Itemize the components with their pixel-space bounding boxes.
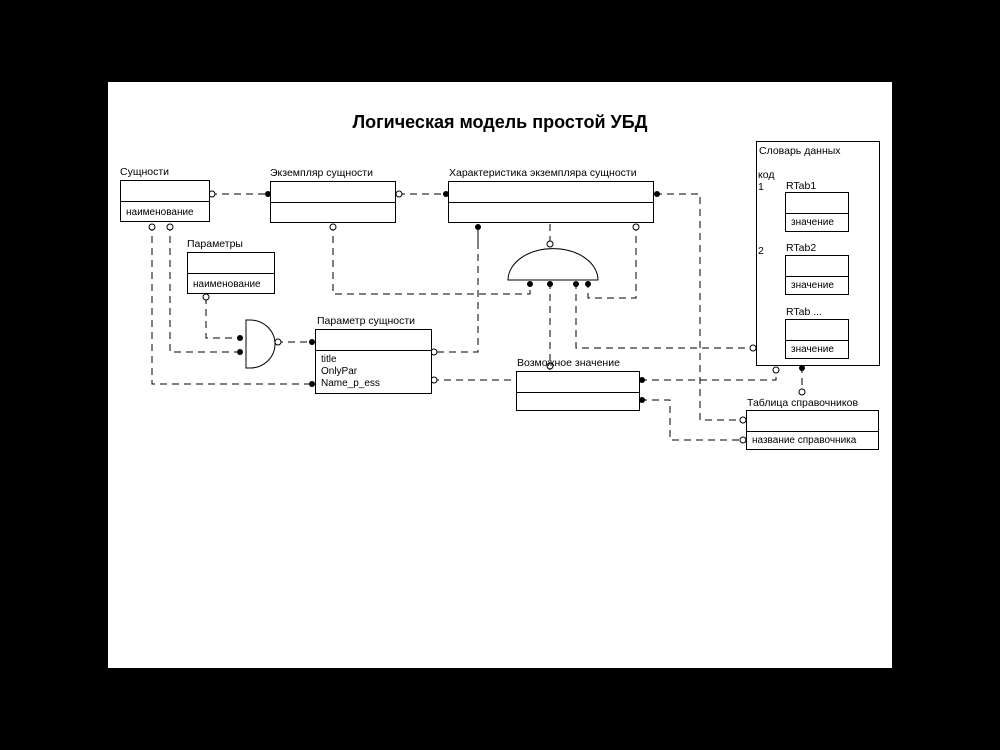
- attr-name-p-ess: Name_p_ess: [321, 378, 380, 389]
- connector-open: [329, 223, 337, 231]
- entity-box-parametry: наименование: [187, 252, 275, 294]
- connector-filled: [475, 224, 481, 230]
- entity-title-tablica: Таблица справочников: [747, 397, 859, 409]
- connector-filled: [443, 191, 449, 197]
- connector-filled: [799, 365, 805, 371]
- entity-box-suschnosti: наименование: [120, 180, 210, 222]
- connector-filled: [654, 191, 660, 197]
- entity-title-slovar: Словарь данных: [759, 145, 841, 157]
- connector-open: [395, 190, 403, 198]
- join-gate-lower: [245, 319, 276, 369]
- entity-box-vozmozhnoe: [516, 371, 640, 411]
- diagram-title: Логическая модель простой УБД: [352, 112, 648, 132]
- rel-params-gate2: [205, 297, 240, 339]
- connector-open: [166, 223, 174, 231]
- entity-title-harakteristika: Характеристика экземпляра сущности: [449, 167, 637, 179]
- slovar-kod: код: [758, 169, 775, 181]
- connector-open: [798, 388, 806, 396]
- connector-filled: [237, 335, 243, 341]
- slovar-item-box: значение: [785, 319, 849, 359]
- rel-entity-param: [151, 224, 312, 385]
- attr-znachenie: значение: [791, 217, 834, 228]
- connector-filled: [309, 339, 315, 345]
- connector-open: [202, 293, 210, 301]
- connector-filled: [639, 397, 645, 403]
- slovar-item-box: значение: [785, 255, 849, 295]
- connector-filled: [527, 281, 533, 287]
- attr-naimenovanie: наименование: [126, 207, 194, 218]
- slovar-item-name: RTab2: [786, 242, 817, 254]
- entity-title-ekzemplyar: Экземпляр сущности: [270, 167, 373, 179]
- connector-open: [546, 240, 554, 248]
- connector-open: [148, 223, 156, 231]
- attr-nazvanie: название справочника: [752, 435, 857, 446]
- slovar-item-name: RTab1: [786, 180, 817, 192]
- connector-filled: [639, 377, 645, 383]
- attr-onlypar: OnlyPar: [321, 366, 358, 377]
- rel-char-gate-right: [587, 224, 637, 299]
- connector-open: [546, 362, 554, 370]
- rel-possible-dictionary: [640, 370, 777, 381]
- slovar-item-num: 1: [758, 181, 764, 193]
- rel-instance-gate: [332, 224, 531, 295]
- entity-box-ekzemplyar: [270, 181, 396, 223]
- entity-title-parametry: Параметры: [187, 238, 243, 250]
- rel-gate-dictionary: [575, 282, 756, 349]
- connector-filled: [309, 381, 315, 387]
- slovar-item-name: RTab ...: [786, 306, 822, 318]
- attr-title: title: [321, 354, 337, 365]
- rel-entity-gate2: [169, 224, 240, 353]
- slovar-item-num: 2: [758, 245, 764, 257]
- connector-filled: [573, 281, 579, 287]
- entity-box-harakteristika: [448, 181, 654, 223]
- connector-filled: [585, 281, 591, 287]
- attr-znachenie: значение: [791, 344, 834, 355]
- attr-znachenie: значение: [791, 280, 834, 291]
- connector-filled: [237, 349, 243, 355]
- attr-naimenovanie: наименование: [193, 279, 261, 290]
- rel-possible-table: [640, 399, 746, 441]
- entity-title-suschnosti: Сущности: [120, 166, 170, 178]
- entity-title-vozmozhnoe: Возможное значение: [517, 357, 620, 369]
- connector-filled: [265, 191, 271, 197]
- rel-characteristic-table: [655, 193, 746, 421]
- join-gate-upper: [507, 248, 599, 281]
- entity-box-tablica: название справочника: [746, 410, 879, 450]
- connector-open: [274, 338, 282, 346]
- rel-char-param: [432, 230, 479, 353]
- slovar-item-box: значение: [785, 192, 849, 232]
- connector-filled: [547, 281, 553, 287]
- connector-open: [632, 223, 640, 231]
- entity-box-parametr-suschnosti: title OnlyPar Name_p_ess: [315, 329, 432, 394]
- entity-title-parametr-suschnosti: Параметр сущности: [317, 315, 416, 327]
- connector-open: [772, 366, 780, 374]
